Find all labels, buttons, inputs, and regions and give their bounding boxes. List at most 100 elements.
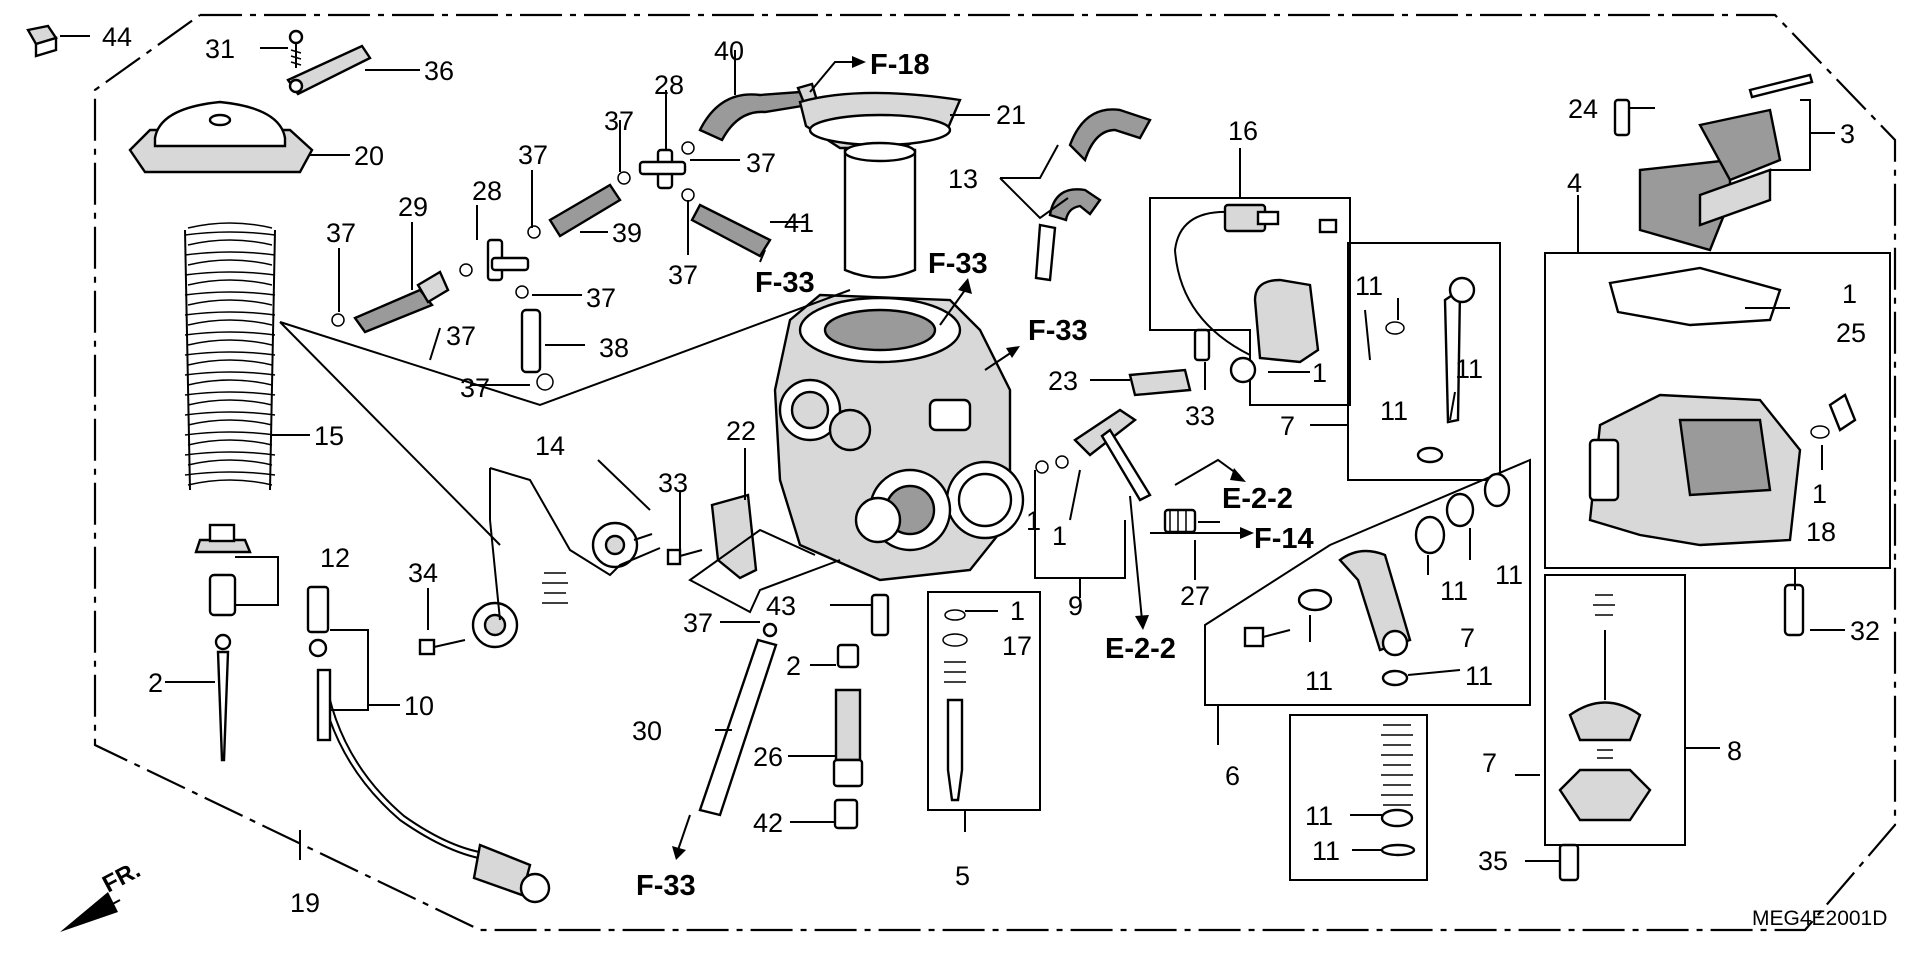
screw-27-drawing [1163, 508, 1197, 534]
box-4-drawing [1544, 252, 1891, 569]
callout-11-d: 11 [1495, 560, 1523, 590]
callout-37-d: 37 [604, 106, 634, 136]
box-7-lower-drawing [1289, 714, 1428, 881]
callout-20: 20 [354, 141, 384, 171]
t-joint-28a-drawing [486, 238, 530, 282]
ref-f18: F-18 [870, 49, 930, 81]
callout-numbers: 44 31 36 20 15 12 2 10 19 37 29 37 28 37… [102, 22, 1880, 918]
screw-32-drawing [1783, 583, 1805, 637]
callout-29: 29 [398, 192, 428, 222]
diagram-code: MEG4E2001D [1752, 907, 1887, 930]
callout-37-c: 37 [518, 140, 548, 170]
box-6-drawing [1204, 458, 1531, 706]
hose-39-drawing [548, 183, 622, 238]
hose-29-drawing [353, 270, 450, 334]
callout-14: 14 [535, 431, 565, 461]
callout-5: 5 [955, 861, 970, 891]
callout-32: 32 [1850, 616, 1880, 646]
throttle-cable-19-drawing [306, 585, 551, 904]
callout-22: 22 [726, 416, 756, 446]
ref-e22-lower: E-2-2 [1105, 633, 1176, 665]
reference-arrows [60, 56, 1254, 932]
callout-16: 16 [1228, 116, 1258, 146]
screw-33a-drawing [666, 548, 703, 566]
callout-24: 24 [1568, 94, 1598, 124]
callout-11-i: 11 [1312, 836, 1340, 866]
spring-15-drawing [184, 222, 276, 491]
float-3-drawing [1613, 73, 1814, 252]
cube-44-drawing [26, 24, 58, 58]
callout-34: 34 [408, 558, 438, 588]
ref-f33-rod: F-33 [636, 870, 696, 902]
callout-7-mid: 7 [1460, 623, 1475, 653]
callout-33-b: 33 [1185, 401, 1215, 431]
needle-holder-12-drawing [194, 523, 252, 617]
callout-37-h: 37 [668, 260, 698, 290]
callout-11-a: 11 [1355, 271, 1383, 301]
reference-labels: F-18 F-33 F-33 F-33 F-33 E-2-2 F-14 E-2-… [636, 49, 1314, 902]
ref-f33-body: F-33 [928, 248, 988, 280]
screw-31-drawing [288, 29, 304, 68]
callout-43: 43 [766, 591, 796, 621]
fr-orientation-label: FR. [98, 856, 145, 898]
callout-17: 17 [1002, 631, 1032, 661]
callout-35: 35 [1478, 846, 1508, 876]
callout-37-a: 37 [326, 218, 356, 248]
box-16-drawing [1149, 197, 1351, 406]
callout-3: 3 [1840, 119, 1855, 149]
top-cover-20-drawing [128, 100, 314, 174]
ref-f14: F-14 [1254, 523, 1314, 555]
callout-18: 18 [1806, 517, 1836, 547]
screw-34-drawing [418, 638, 466, 656]
diaphragm-21-drawing [798, 91, 962, 279]
callout-23: 23 [1048, 366, 1078, 396]
callout-36: 36 [424, 56, 454, 86]
accel-pump-14-drawing [471, 521, 653, 649]
ref-e22-upper: E-2-2 [1222, 483, 1293, 515]
callout-11-c: 11 [1455, 354, 1483, 384]
hose-40-drawing [698, 82, 820, 142]
callout-37-b: 37 [446, 321, 476, 351]
callout-2-needle: 2 [148, 668, 163, 698]
callout-26: 26 [753, 742, 783, 772]
jet-needle-2-drawing [214, 633, 232, 762]
callout-39: 39 [612, 218, 642, 248]
callout-10: 10 [404, 691, 434, 721]
callout-7-lower: 7 [1482, 748, 1497, 778]
callout-1-box16: 1 [1312, 358, 1327, 388]
callout-8: 8 [1727, 736, 1742, 766]
callout-44: 44 [102, 22, 132, 52]
callout-21: 21 [996, 100, 1026, 130]
callout-42: 42 [753, 808, 783, 838]
hose-38-drawing [520, 308, 542, 374]
callout-37-g: 37 [460, 373, 490, 403]
callout-11-h: 11 [1305, 801, 1333, 831]
bracket-23-drawing [1128, 328, 1211, 397]
callout-30: 30 [632, 716, 662, 746]
jet-parts-43-2-26-42-drawing [832, 593, 890, 830]
callout-2-jet: 2 [786, 651, 801, 681]
callout-1-box5: 1 [1010, 596, 1025, 626]
callout-6: 6 [1225, 761, 1240, 791]
callout-13: 13 [948, 164, 978, 194]
callout-38: 38 [599, 333, 629, 363]
callout-9: 9 [1068, 591, 1083, 621]
hose-13-drawing [1034, 108, 1152, 282]
callout-11-g: 11 [1465, 661, 1493, 691]
t-joint-28b-drawing [638, 148, 687, 190]
leader-lines [60, 35, 1845, 862]
callout-15: 15 [314, 421, 344, 451]
callout-28-b: 28 [654, 70, 684, 100]
carburetor-body-drawing [773, 293, 1025, 582]
callout-19: 19 [290, 888, 320, 918]
screw-35-drawing [1558, 843, 1580, 882]
callout-37-i: 37 [683, 608, 713, 638]
box-8-drawing [1544, 574, 1686, 846]
callout-11-e: 11 [1440, 576, 1468, 606]
lever-36-drawing [286, 44, 372, 96]
callout-4: 4 [1567, 168, 1582, 198]
callout-1-link-b: 1 [1052, 521, 1067, 551]
callout-1-link-a: 1 [1026, 506, 1041, 536]
callout-37-f: 37 [586, 283, 616, 313]
callout-1-gasket: 1 [1842, 279, 1857, 309]
